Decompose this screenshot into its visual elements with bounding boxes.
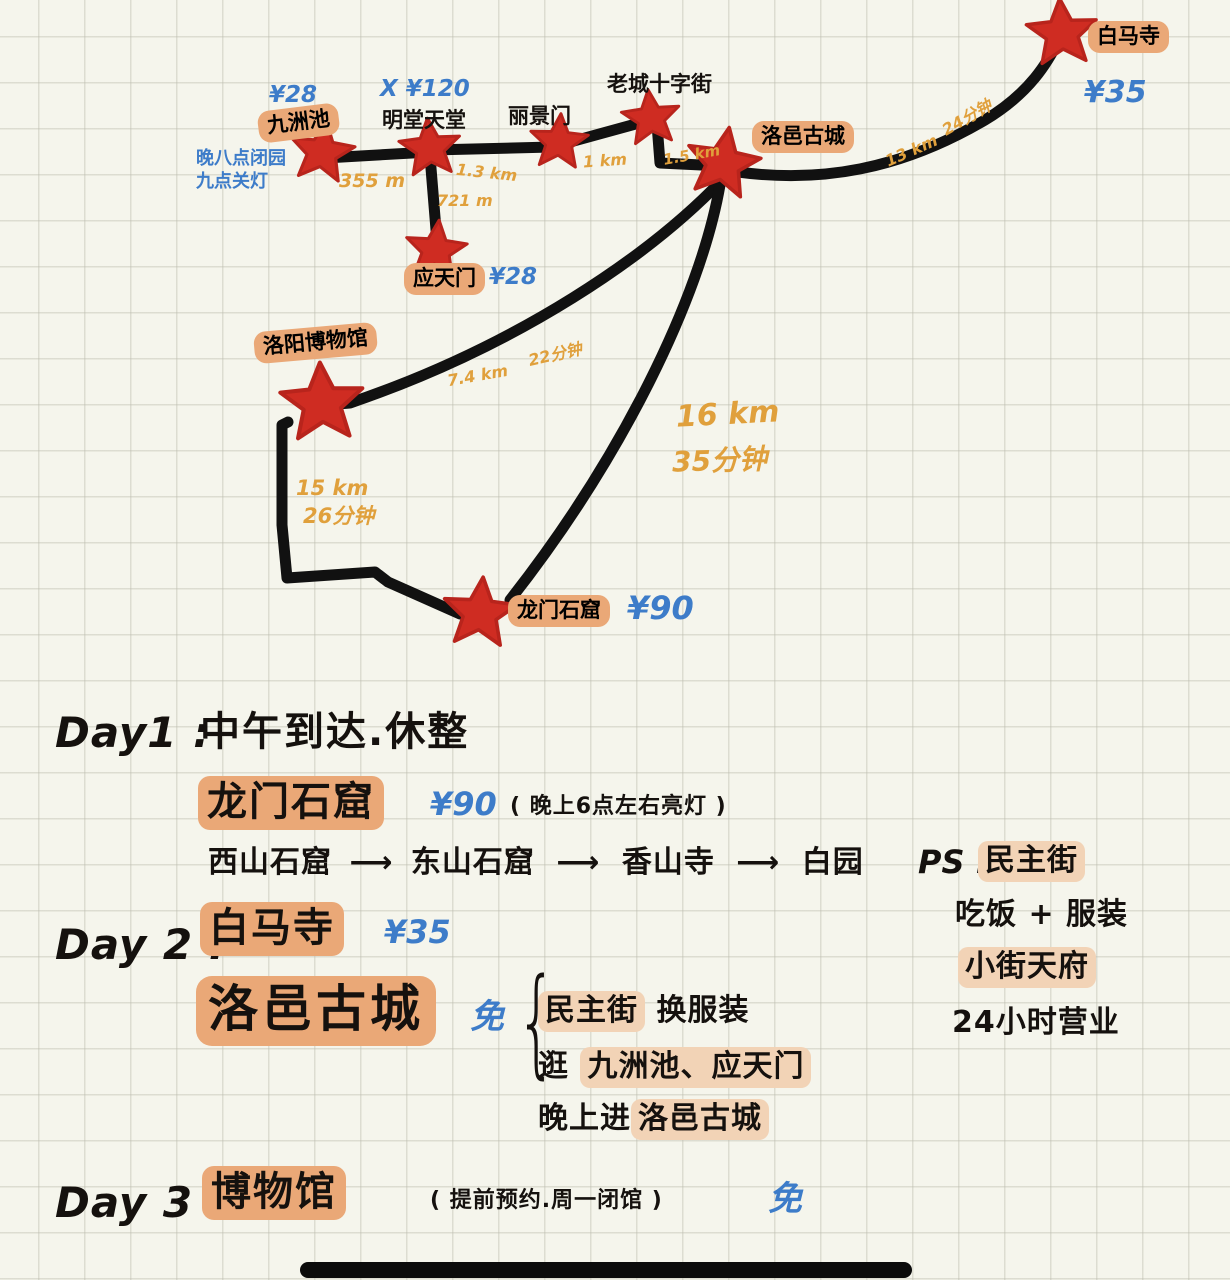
day2-spot-2-text: 洛邑古城 [196,976,436,1046]
day3-aside: ( 提前预约.周一闭馆 ) [430,1188,663,1213]
map-label-yingtianmen-text: 应天门 [404,263,485,295]
day1-route-stop-3: 香山寺 [621,845,715,880]
map-distance-museum-longmen: 15 km [296,476,369,500]
map-label-luoyigucheng-text: 洛邑古城 [752,121,854,153]
ps-prefix: PS : [918,843,989,881]
day1-route: 西山石窟 ⟶ 东山石窟 ⟶ 香山寺 ⟶ 白园 [208,848,864,878]
ps-line-1: 民主街 [978,841,1085,882]
day3-spot-text: 博物馆 [202,1166,346,1220]
day2-spot-2: 洛邑古城 [196,976,436,1046]
edge-luoyigucheng-baimasi [732,32,1066,182]
day1-headline: 中午到达.休整 [200,709,470,755]
map-label-longmen-text: 龙门石窟 [508,595,610,627]
map-price-yingtianmen: ¥28 [489,264,538,290]
edge-luoyigucheng-longmen [504,179,726,606]
ps-line-3: 小街天府 [958,947,1096,988]
day2-heading: Day 2 : [55,920,227,969]
map-label-baimasi: 白马寺 [1088,21,1169,53]
day2-subitem-2-hl: 九洲池、应天门 [580,1047,812,1088]
day2-subitem-1-post: 换服装 [645,993,750,1028]
day2-spot-1-text: 白马寺 [200,902,344,956]
map-distance-jiuzhouchi-mingtang: 355 m [339,170,406,192]
day2-subitem-1: 民主街 换服装 [538,991,750,1032]
edge-mingtang-lijingmen [426,141,558,156]
day2-subitem-2-pre: 逛 [538,1049,581,1084]
day2-subitem-3: 晚上进洛邑古城 [538,1099,769,1140]
day2-subitem-2: 逛 九洲池、应天门 [538,1047,812,1088]
ps-line-1-text: 民主街 [978,841,1085,882]
ps-line-2: 吃饭 + 服装 [955,897,1129,932]
map-price-jiuzhouchi: ¥28 [269,82,318,108]
route-arrow-icon-1: ⟶ [349,845,394,880]
ps-line-3-text: 小街天府 [958,947,1096,988]
map-distance-mingtang-yingtianmen: 721 m [437,191,493,210]
map-label-baimasi-text: 白马寺 [1088,21,1169,53]
map-label-yingtianmen: 应天门 [404,263,485,295]
day1-price: ¥90 [430,785,497,823]
route-arrow-icon-2: ⟶ [556,845,601,880]
day2-subitem-3-hl: 洛邑古城 [631,1099,769,1140]
edge-jiuzhouchi-mingtang [319,146,436,164]
map-note-jiuzhouchi: 晚八点闭园 九点关灯 [196,148,286,192]
map-price-mingtang: X ¥120 [380,76,470,102]
day2-price-1: ¥35 [384,913,451,951]
edge-luoyigucheng-museum [332,174,728,410]
map-price-baimasi: ¥35 [1084,75,1147,110]
day1-route-stop-1: 西山石窟 [208,845,332,880]
day2-subitem-3-pre: 晚上进 [538,1101,631,1136]
day3-free-mark: 免 [768,1179,802,1219]
day1-spot-text: 龙门石窟 [198,776,384,830]
edge-museum-longmen [276,416,466,620]
day1-spot: 龙门石窟 [198,776,384,830]
day1-aside: ( 晚上6点左右亮灯 ) [510,794,727,819]
bottom-bar [300,1262,912,1278]
route-arrow-icon-3: ⟶ [736,845,781,880]
map-label-laocheng: 老城十字街 [607,72,712,96]
map-label-longmen: 龙门石窟 [508,595,610,627]
day3-heading: Day 3 : [55,1178,227,1227]
edge-laocheng-luoyigucheng [651,118,728,172]
day2-free-mark: 免 [470,997,504,1037]
day3-spot: 博物馆 [202,1166,346,1220]
map-price-longmen: ¥90 [627,589,694,627]
map-duration-museum-longmen: 26分钟 [303,504,375,528]
day1-heading: Day1 : [55,708,211,757]
map-label-lijingmen: 丽景门 [508,104,571,128]
day1-route-stop-4: 白园 [801,845,864,880]
map-label-luoyigucheng: 洛邑古城 [752,121,854,153]
ps-line-4: 24小时营业 [952,1005,1120,1040]
map-label-mingtang: 明堂天堂 [382,108,466,132]
day2-subitem-1-hl: 民主街 [538,991,645,1032]
day1-route-stop-2: 东山石窟 [410,845,535,880]
day2-spot-1: 白马寺 [200,902,344,956]
